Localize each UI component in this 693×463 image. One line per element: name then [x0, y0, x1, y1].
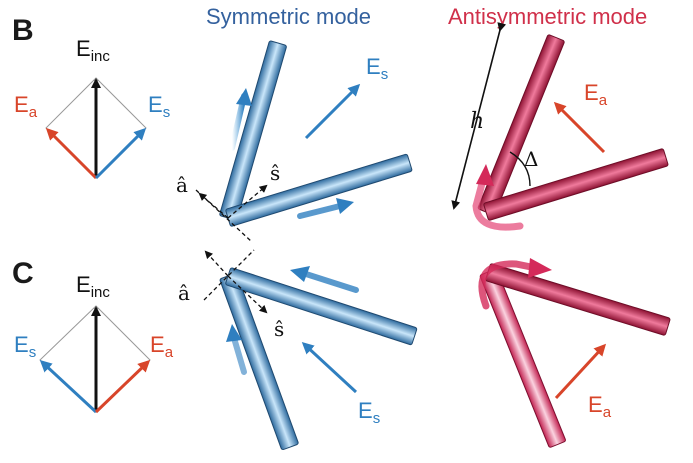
current-curve-anti-c — [478, 260, 540, 310]
angle-arc — [509, 151, 531, 187]
current-arrow-right-b — [297, 203, 343, 219]
h-label: h — [470, 109, 484, 134]
e-a-field-label-b: Ea — [584, 80, 608, 109]
a-axis-dashed-b — [195, 189, 253, 243]
rod-right-anti-b — [483, 148, 669, 221]
e-s-field-label-b: Es — [366, 54, 388, 83]
s-hat-label-b: ŝ — [270, 161, 280, 185]
e-a-field-arrow-c — [554, 343, 607, 400]
e-a-field-label-c: Ea — [588, 392, 612, 421]
antisymmetric-rods-c: Ea — [478, 258, 671, 448]
a-hat-label-b: â — [176, 173, 188, 197]
a-hat-arrow-b — [198, 192, 229, 219]
e-s-label-b: Es — [148, 92, 170, 121]
title-symmetric-mode: Symmetric mode — [206, 4, 371, 29]
e-s-field-arrow-b — [304, 83, 361, 140]
e-inc-label-b: Einc — [76, 36, 110, 65]
e-s-arrow-b — [94, 127, 147, 180]
current-arrow-left-c — [303, 271, 359, 293]
title-antisymmetric-mode: Antisymmetric mode — [448, 4, 647, 29]
s-hat-arrow-b — [227, 184, 268, 219]
panel-letter-b: B — [12, 14, 34, 47]
antisymmetric-rods-b: h Δ Ea — [451, 22, 669, 231]
e-s-field-label-c: Es — [358, 398, 380, 427]
h-arrow — [451, 22, 507, 210]
a-hat-arrow-c — [204, 250, 229, 277]
e-inc-label-c: Einc — [76, 272, 110, 301]
delta-label: Δ — [524, 147, 538, 171]
e-a-arrow-c — [94, 359, 151, 414]
e-s-field-arrow-c — [301, 341, 358, 394]
current-arrowhead-up-c — [226, 324, 242, 342]
s-hat-label-c: ŝ — [274, 317, 284, 341]
e-a-label-b: Ea — [14, 92, 38, 121]
e-s-arrow-c — [39, 359, 98, 414]
current-arrowhead-left-c — [290, 266, 310, 282]
e-s-label-c: Es — [14, 332, 36, 361]
a-hat-label-c: â — [178, 281, 190, 305]
vector-diagram-c: Einc Es Ea — [14, 272, 174, 414]
symmetric-rods-b: â ŝ Es — [176, 40, 413, 243]
e-a-field-arrow-b — [553, 101, 606, 154]
s-hat-arrow-c — [227, 275, 268, 314]
e-a-label-c: Ea — [150, 332, 174, 361]
e-a-arrow-b — [45, 127, 98, 180]
current-arrowhead-anti-c — [528, 258, 552, 278]
current-arrowhead-up-b — [236, 88, 252, 106]
vector-diagram-b: Einc Ea Es — [14, 36, 170, 180]
current-arrow-up-c — [231, 335, 247, 375]
a-axis-dashed-c — [203, 249, 255, 301]
symmetric-rods-c: â ŝ Es — [178, 249, 418, 451]
panel-letter-c: C — [12, 257, 34, 290]
current-arrowhead-right-b — [336, 198, 354, 214]
rod-right-b — [225, 153, 413, 227]
